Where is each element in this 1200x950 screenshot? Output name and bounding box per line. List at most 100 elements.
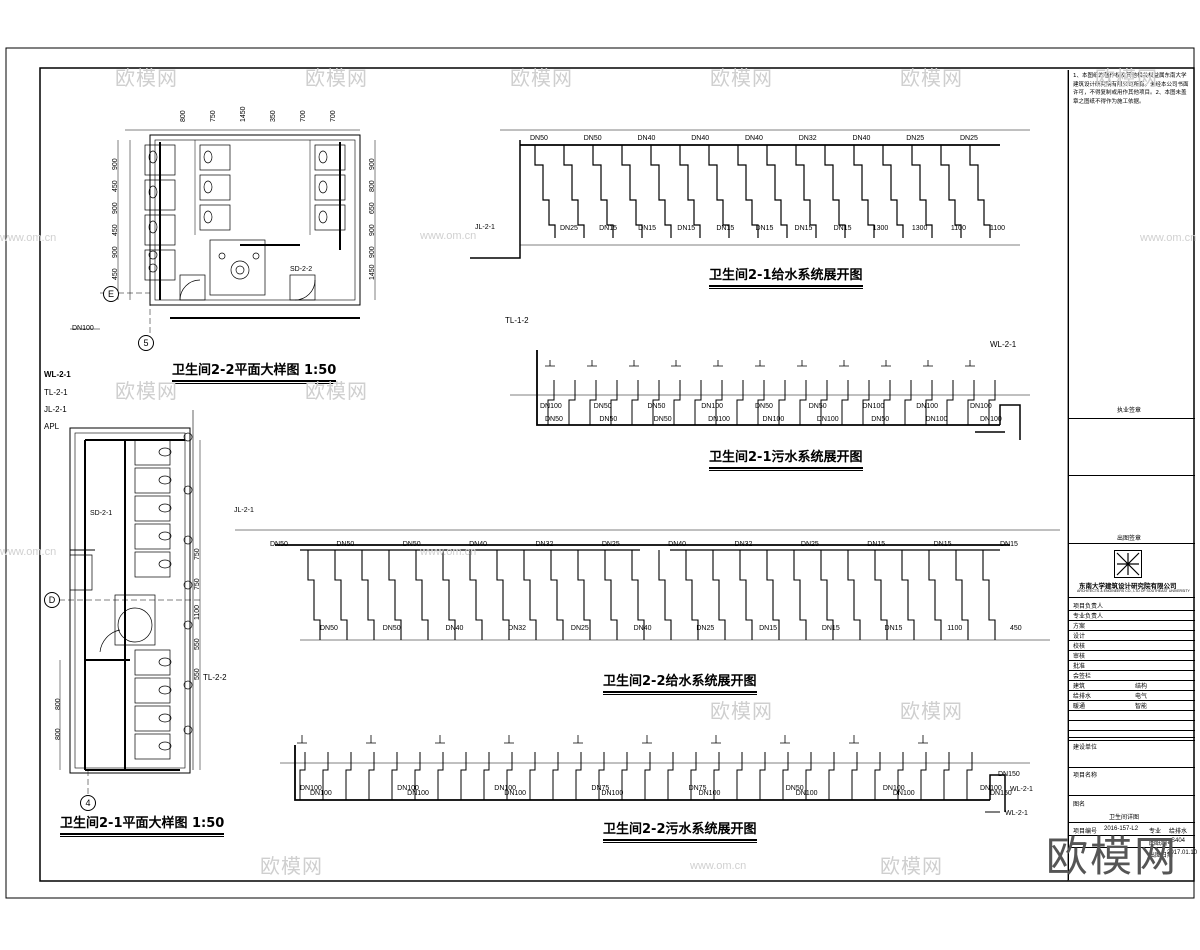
drain-2-2-diagram <box>280 745 1030 813</box>
watermark-text: 欧模网 <box>900 699 963 723</box>
dims22-label: 700 <box>300 110 307 122</box>
pipe-branch <box>621 145 643 238</box>
pipe-branch <box>414 752 421 800</box>
watermark-text: 欧模网 <box>710 699 773 723</box>
pipe-branch <box>652 380 660 425</box>
pipe-branch <box>575 752 582 800</box>
pipe-branch <box>967 380 975 425</box>
lbl-s22-label: DN50 <box>336 541 355 548</box>
lbl-s22-label: DN50 <box>320 625 338 632</box>
lbl-s21-label: DN40 <box>691 135 710 142</box>
pipe-branch <box>589 380 597 425</box>
grid-bubble-e: E <box>103 286 119 302</box>
lbl-d21-label: DN100 <box>970 403 992 410</box>
pipe-branch <box>897 752 904 800</box>
lbl-d22-label: DN100 <box>882 785 905 792</box>
pipe-branch <box>631 380 639 425</box>
tb-row-label: 审核 <box>1073 654 1086 660</box>
dims21-label: 550 <box>194 638 201 650</box>
title-drain-2-1-text: 卫生间2-1污水系统展开图 <box>709 450 863 465</box>
pipe-branch <box>739 550 753 640</box>
pipe-branch <box>862 380 870 425</box>
tb-row-label: 结构 <box>1135 684 1148 690</box>
dims21-label: 1100 <box>194 604 201 620</box>
dims22-label: 350 <box>270 110 277 122</box>
lbl-s21-label: DN40 <box>852 135 871 142</box>
watermark-url: www.om.cn <box>690 860 747 872</box>
lbl-s22-label: DN40 <box>668 541 687 548</box>
lbl-d22-label: DN100 <box>980 785 1002 792</box>
tb-drawing-name-label: 图名 <box>1073 802 1086 808</box>
pipe-branch <box>366 735 376 744</box>
pipe-branch <box>849 735 859 744</box>
title-block: 1、本图纸的著作权及其他相关权益属东南大学建筑设计研究院有限公司所有。未经本公司… <box>1068 70 1198 880</box>
lbl-s22-label: DN25 <box>601 541 620 548</box>
dims21-label: 800 <box>55 728 62 740</box>
lbl-s22-label: DN25 <box>696 625 715 632</box>
pipe-branch <box>604 550 618 640</box>
pipe-branch <box>711 735 721 744</box>
tb-row-label: 项目负责人 <box>1073 604 1104 610</box>
pipe-branch <box>851 752 858 800</box>
pipe-branch <box>610 380 618 425</box>
watermark-text: 欧模网 <box>305 66 368 90</box>
pipe-branch <box>778 380 786 425</box>
company-logo-icon <box>1114 550 1142 578</box>
pipe-branch <box>587 360 597 367</box>
watermark-text: 欧模网 <box>710 66 773 90</box>
pipe-branch <box>736 380 744 425</box>
pipe-branch <box>685 550 699 640</box>
lbl-s21-label: DN15 <box>599 225 617 232</box>
pipe-branch <box>667 752 674 800</box>
lbl-s22-label: 1100 <box>947 625 963 632</box>
lbl-d21-label: DN50 <box>871 416 890 423</box>
pipe-branch <box>523 550 537 640</box>
lbl-d21-label: DN100 <box>708 416 730 423</box>
pipe-branch <box>552 752 559 800</box>
pipe-branch <box>839 360 849 367</box>
pipe-branch <box>577 550 591 640</box>
pipe-branch <box>504 735 514 744</box>
title-drain-2-1: 卫生间2-1污水系统展开图 <box>709 446 863 471</box>
lbl-s21-label: 1300 <box>872 225 889 232</box>
watermark-text: 欧模网 <box>115 66 178 90</box>
label-jl-2-1-b: JL-2-1 <box>234 507 254 514</box>
label-wl-2-1-c: WL-2-1 <box>1005 810 1028 817</box>
label-wl-2-1-top: WL-2-1 <box>44 370 71 379</box>
pipe-branch <box>437 752 444 800</box>
pipe-branch <box>534 145 556 238</box>
lbl-s21-label: 1100 <box>950 225 966 232</box>
plan-2-1 <box>50 410 201 800</box>
lbl-s21-label: DN15 <box>638 225 657 232</box>
pipe-branch <box>943 752 950 800</box>
lbl-d21-label: DN100 <box>980 416 1002 423</box>
title-drain-2-2: 卫生间2-2污水系统展开图 <box>603 818 757 843</box>
pipe-branch <box>966 752 973 800</box>
pipe-branch <box>435 735 445 744</box>
pipe-branch <box>713 360 723 367</box>
lbl-d22-label: DN100 <box>892 790 915 797</box>
pipe-branch <box>782 752 789 800</box>
lbl-d22-label: DN100 <box>494 785 517 792</box>
dims22-label: 800 <box>369 180 376 192</box>
label-apl: APL <box>44 422 60 431</box>
tb-row-label: 建筑 <box>1073 684 1086 690</box>
watermark-text: 欧模网 <box>510 66 573 90</box>
watermark-text: 欧模网 <box>305 379 368 403</box>
lbl-s22-label: DN32 <box>508 625 527 632</box>
lbl-s22-label: DN15 <box>867 541 886 548</box>
pipe-branch <box>460 752 467 800</box>
pipe-branch <box>799 380 807 425</box>
pipe-branch <box>736 752 743 800</box>
pipe-branch <box>918 735 928 744</box>
pipe-branch <box>469 550 483 640</box>
tb-date: 2017.01.10 <box>1167 850 1198 856</box>
lbl-d21-label: DN100 <box>762 416 785 423</box>
watermark-text: 欧模网 <box>1095 66 1158 90</box>
dims21-label: 800 <box>55 698 62 710</box>
tb-row-label: 智能 <box>1135 704 1148 710</box>
lbl-s22-label: DN40 <box>445 625 464 632</box>
lbl-s22-label: DN15 <box>1000 541 1018 548</box>
dims22-label: 800 <box>180 110 187 122</box>
pipe-branch <box>911 145 933 238</box>
